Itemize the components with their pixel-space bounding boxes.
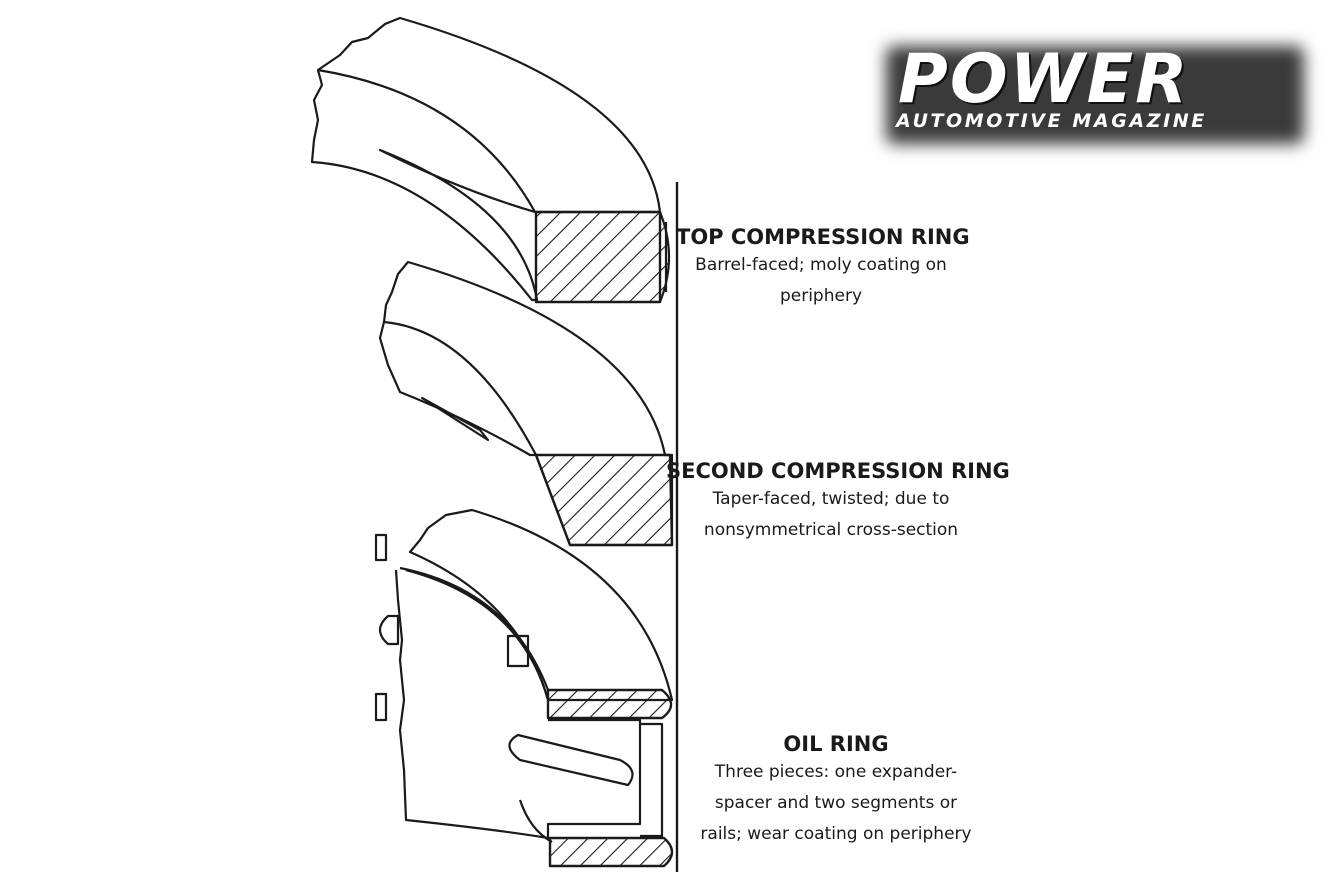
second-compression-ring-drawing: [378, 260, 674, 547]
ring-description: Taper-faced, twisted; due to nonsymmetri…: [703, 489, 959, 540]
ring-title: TOP COMPRESSION RING: [676, 225, 970, 249]
oil-ring-lower-rail-section: [548, 836, 674, 868]
oil-ring-drawing: [374, 508, 674, 868]
oil-ring-upper-rail-edge: [399, 566, 550, 691]
logo-backdrop: [886, 46, 1304, 144]
logo-title: POWER: [898, 40, 1190, 119]
top-compression-ring-label: TOP COMPRESSION RING Barrel-faced; moly …: [676, 224, 970, 312]
oil-ring-slot: [508, 733, 634, 787]
logo-subtitle: AUTOMOTIVE MAGAZINE: [896, 110, 1207, 132]
oil-ring-tab-low: [374, 692, 388, 722]
oil-ring-label: OIL RING Three pieces: one expander- spa…: [676, 731, 996, 850]
top-ring-barrel-face: [658, 211, 671, 303]
ring-description: Three pieces: one expander- spacer and t…: [700, 762, 972, 844]
second-ring-inner-edge: [383, 320, 537, 456]
second-ring-groove: [420, 396, 490, 442]
second-compression-ring-label: SECOND COMPRESSION RING Taper-faced, twi…: [666, 458, 1010, 546]
oil-ring-expander-inner: [405, 568, 550, 701]
oil-ring-upper-rail-section: [546, 688, 673, 720]
oil-ring-tab-mid: [378, 614, 400, 646]
top-ring-body: [310, 16, 662, 302]
top-compression-ring-drawing: [310, 16, 671, 304]
oil-ring-tab-inner: [506, 634, 530, 668]
top-ring-cross-section: [534, 210, 662, 304]
second-ring-cross-section: [534, 453, 674, 547]
oil-ring-upper-rail: [408, 508, 674, 702]
oil-ring-tab-top: [374, 533, 388, 562]
power-magazine-logo: POWER AUTOMOTIVE MAGAZINE: [880, 40, 1310, 150]
oil-ring-spacer-edge: [640, 722, 664, 838]
oil-ring-expander: [394, 569, 642, 840]
ring-title: OIL RING: [783, 732, 889, 756]
ring-title: SECOND COMPRESSION RING: [666, 459, 1010, 483]
top-ring-inner-edge: [317, 68, 536, 213]
ring-description: Barrel-faced; moly coating on periphery: [695, 255, 947, 306]
oil-ring-lower-curve: [518, 799, 553, 843]
